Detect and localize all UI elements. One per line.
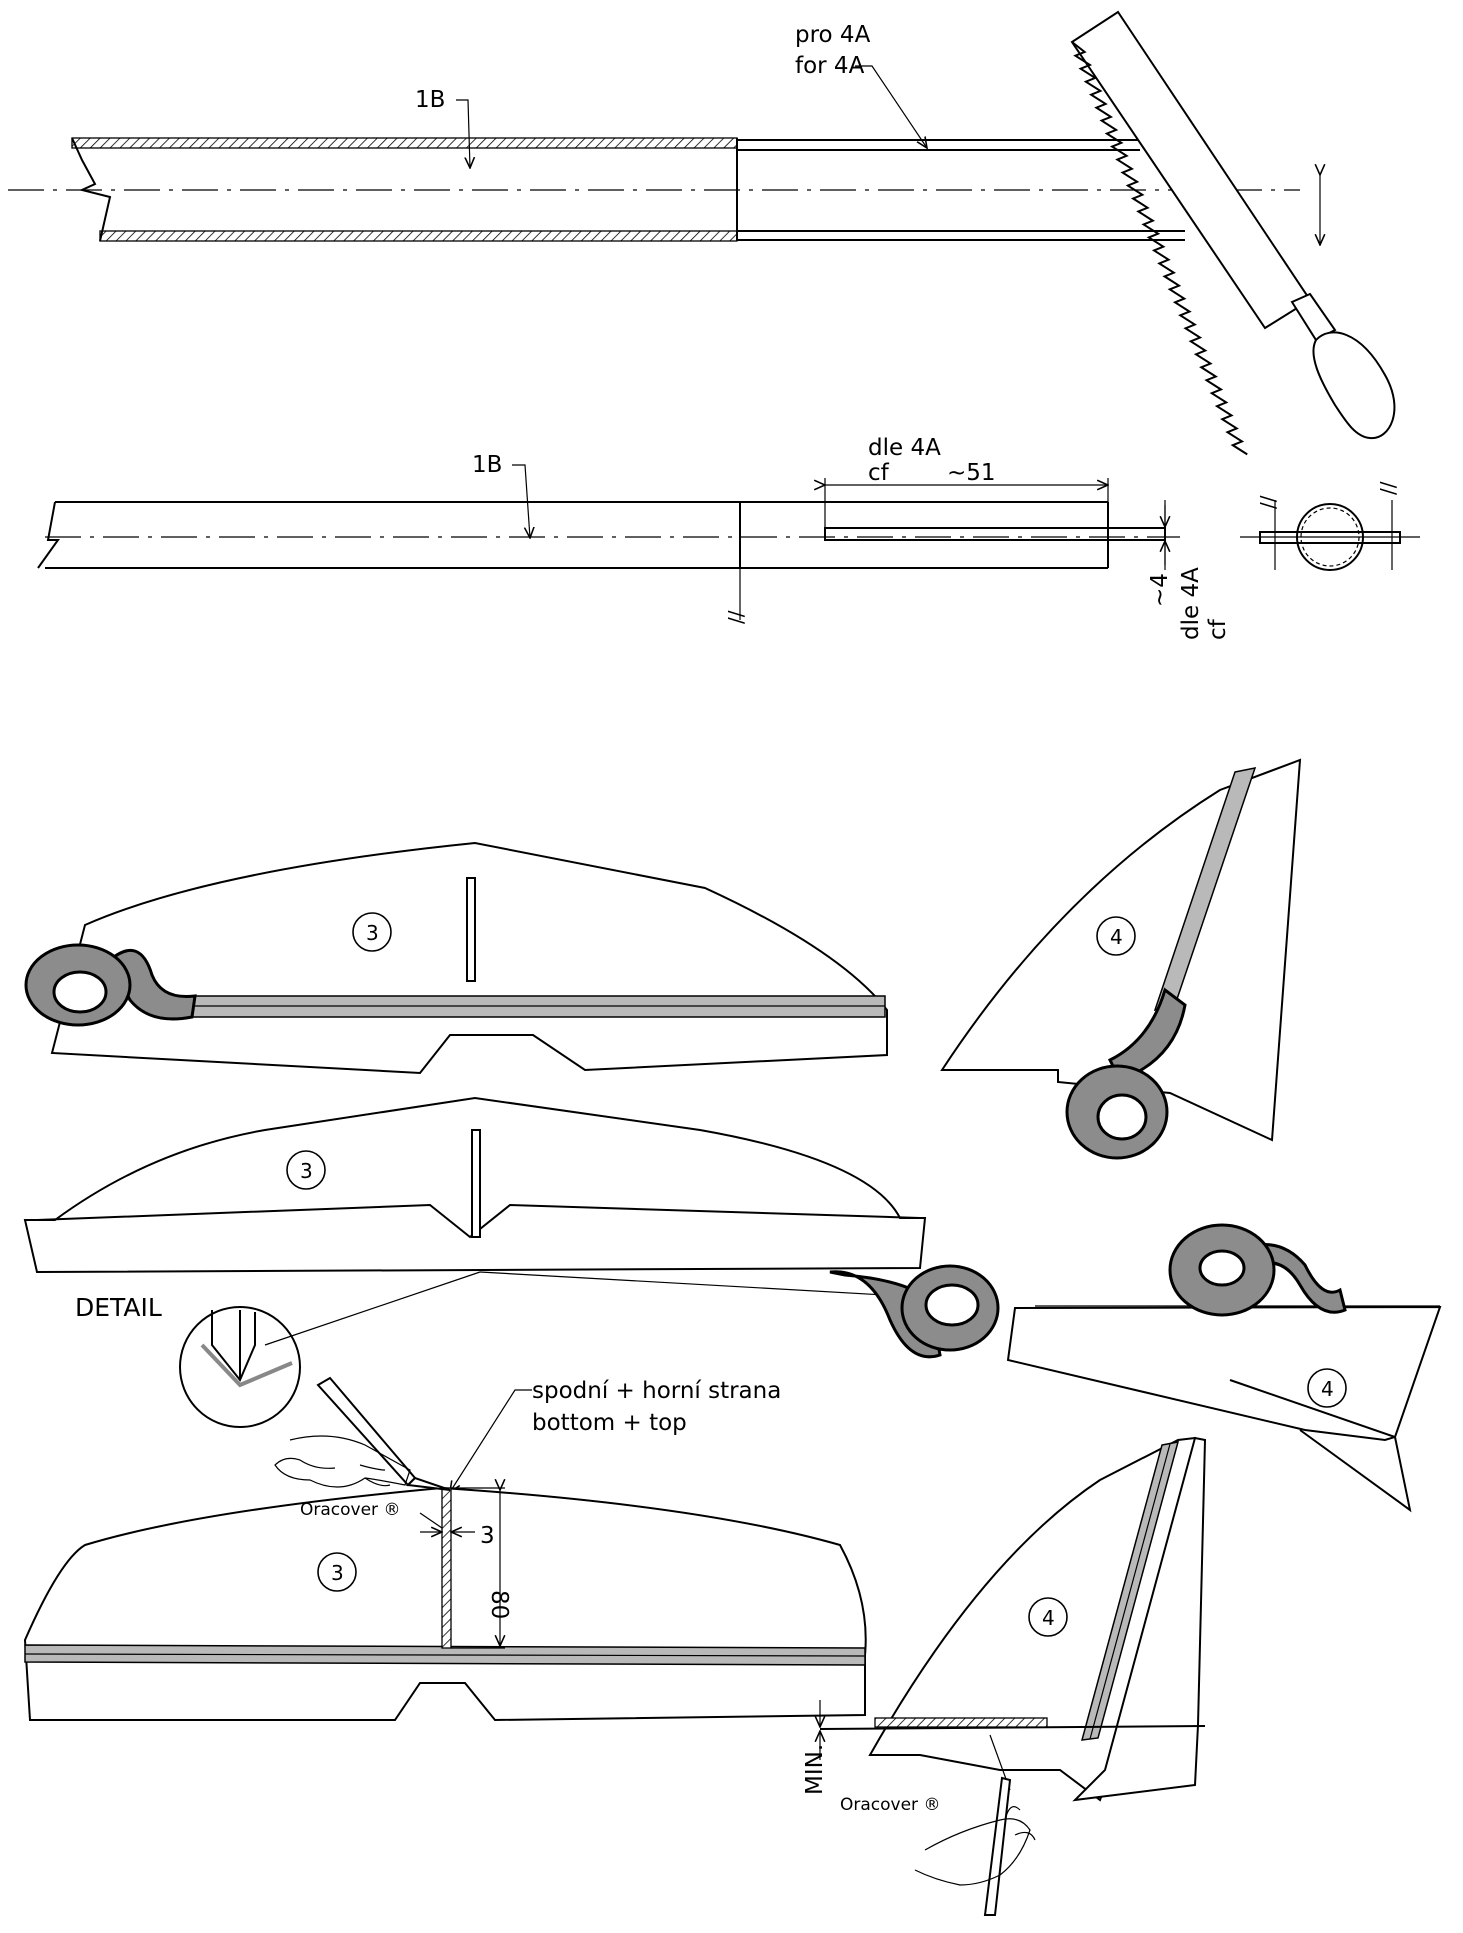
stabilizer-slot bbox=[466, 877, 476, 982]
fin-outline-2 bbox=[1006, 1305, 1442, 1442]
depth-dimension-value: ~4 bbox=[1147, 573, 1173, 607]
tube-wall-bottom bbox=[99, 230, 738, 242]
fin-taping-view: 4 bbox=[940, 758, 1302, 1160]
saw-icon bbox=[1070, 10, 1396, 456]
fin-number-2: 4 bbox=[1321, 1377, 1334, 1401]
hand-knife-icon bbox=[274, 1376, 451, 1491]
detail-title: DETAIL bbox=[75, 1293, 162, 1322]
tube-wall-top bbox=[71, 137, 738, 149]
length-dimension-value: ~51 bbox=[947, 460, 996, 486]
stabilizer-number-3: 3 bbox=[331, 1561, 344, 1585]
step1-cutting-view: 1B pro 4A for 4A bbox=[8, 10, 1396, 456]
detail-callout: DETAIL bbox=[75, 1293, 301, 1428]
note-sides-en: bottom + top bbox=[532, 1410, 687, 1436]
stabilizer-covering-view: spodní + horní strana bottom + top 80 3 … bbox=[23, 1376, 867, 1722]
tape-roll-icon bbox=[1065, 987, 1187, 1160]
step2-insert-view: dle 4A cf ~51 1B // ~4 dle 4A cf // // bbox=[37, 435, 1420, 640]
insert-leader bbox=[855, 65, 927, 148]
stabilizer-taping-view: 3 bbox=[24, 841, 888, 1075]
fin-number: 4 bbox=[1110, 925, 1123, 949]
tube2-label-1b: 1B bbox=[472, 452, 502, 478]
stabilizer-number: 3 bbox=[366, 921, 379, 945]
detail-circle bbox=[179, 1306, 301, 1428]
dim-length-value: 80 bbox=[486, 1590, 512, 1619]
parallel-mark: // bbox=[724, 610, 748, 624]
fin-flat-view: 4 bbox=[1006, 1223, 1442, 1513]
section-parallel-mark-right: // bbox=[1376, 481, 1400, 495]
tape-roll-icon bbox=[1168, 1223, 1347, 1317]
min-label: MIN. bbox=[802, 1744, 828, 1795]
stabilizer-flat-view: 3 bbox=[23, 1096, 1000, 1359]
part-number-circle bbox=[352, 912, 392, 952]
depth-ref-cz: dle 4A bbox=[1178, 567, 1204, 640]
ref-label-en: cf bbox=[868, 460, 890, 486]
section-parallel-mark-left: // bbox=[1256, 495, 1280, 509]
detail-leader bbox=[264, 1271, 481, 1346]
covering-strip bbox=[441, 1487, 452, 1649]
note-leader bbox=[450, 1389, 532, 1492]
insert-label-cz: pro 4A bbox=[795, 22, 871, 48]
tube2-leader bbox=[512, 464, 530, 538]
tube-cross-section: // // bbox=[1240, 481, 1420, 571]
tape-roll-icon bbox=[829, 1264, 1000, 1359]
material-label: Oracover ® bbox=[300, 1500, 400, 1520]
tube-leader bbox=[456, 99, 470, 168]
ref-label-cz: dle 4A bbox=[868, 435, 941, 461]
depth-ref-en: cf bbox=[1205, 618, 1231, 640]
note-sides-cz: spodní + horní strana bbox=[532, 1378, 781, 1404]
tube2-break bbox=[37, 501, 60, 569]
material-label-2: Oracover ® bbox=[840, 1795, 940, 1815]
hand-knife-icon bbox=[914, 1776, 1036, 1916]
stabilizer-number-2: 3 bbox=[300, 1159, 313, 1183]
fin-covering-view: 4 MIN. Oracover ® bbox=[802, 1436, 1207, 1916]
rod-slot bbox=[824, 527, 1166, 541]
fin-number-3: 4 bbox=[1042, 1606, 1055, 1630]
dim-width-value: 3 bbox=[480, 1523, 495, 1549]
tube-break-line bbox=[71, 137, 112, 242]
tape-roll-icon bbox=[24, 943, 197, 1027]
fin-covering-strip bbox=[874, 1717, 1048, 1728]
tube-label-1b: 1B bbox=[415, 87, 445, 113]
insert-label-en: for 4A bbox=[795, 53, 865, 79]
